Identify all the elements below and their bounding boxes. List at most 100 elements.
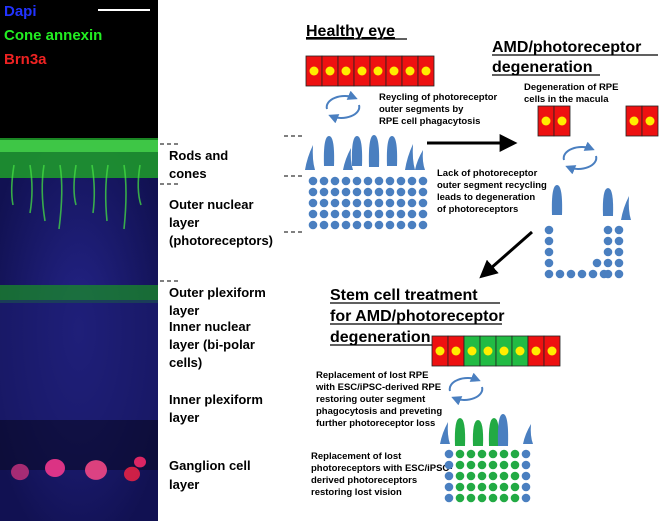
healthy-rpe-nucleus xyxy=(341,66,351,76)
healthy-nucleus xyxy=(385,176,395,186)
stem-nucleus xyxy=(444,460,454,470)
healthy-nucleus xyxy=(418,209,428,219)
cone-process xyxy=(10,164,15,206)
ganglion-cells xyxy=(11,456,146,482)
healthy-nucleus xyxy=(363,187,373,197)
healthy-nucleus xyxy=(308,176,318,186)
healthy-cycle-arrow-upper xyxy=(325,90,358,110)
stem-title-1: Stem cell treatment xyxy=(330,287,478,304)
amd-right-column-b-nucleus xyxy=(614,225,624,235)
amd-bottom-row-nucleus xyxy=(566,269,576,279)
stem-nucleus xyxy=(510,449,520,459)
healthy-nucleus xyxy=(319,176,329,186)
healthy-cone xyxy=(415,150,425,170)
healthy-nucleus xyxy=(374,176,384,186)
stem-nucleus xyxy=(477,482,487,492)
stem-rpe-nucleus xyxy=(547,346,557,356)
amd-left-column-nucleus xyxy=(544,236,554,246)
micrograph: Dapi Cone annexin Brn3a xyxy=(0,0,158,521)
amd-left-column-nucleus xyxy=(544,247,554,257)
stem-nucleus xyxy=(488,460,498,470)
stem-nucleus xyxy=(455,482,465,492)
stem-nucleus xyxy=(455,449,465,459)
healthy-rod xyxy=(323,136,335,166)
stem-rpe-nucleus xyxy=(467,346,477,356)
healthy-nucleus xyxy=(418,198,428,208)
healthy-nucleus xyxy=(407,176,417,186)
healthy-nucleus xyxy=(330,187,340,197)
stem-rod-native xyxy=(497,414,509,446)
cone-process xyxy=(58,164,63,230)
healthy-nucleus xyxy=(385,220,395,230)
amd-bottom-row-nucleus xyxy=(599,269,609,279)
healthy-rpe-nucleus xyxy=(373,66,383,76)
healthy-rpe-nucleus xyxy=(357,66,367,76)
healthy-nucleus xyxy=(341,220,351,230)
amd-recycling-cycle xyxy=(562,141,598,175)
healthy-rod xyxy=(386,136,398,166)
stem-rpe-nucleus xyxy=(515,346,525,356)
amd-bottom-extra-nucleus xyxy=(592,258,602,268)
healthy-nucleus xyxy=(352,220,362,230)
healthy-rpe-nucleus xyxy=(325,66,335,76)
healthy-nucleus xyxy=(418,176,428,186)
stem-nucleus xyxy=(444,449,454,459)
healthy-nucleus xyxy=(319,209,329,219)
stem-nucleus xyxy=(499,482,509,492)
healthy-nucleus xyxy=(341,209,351,219)
amd-cone-right xyxy=(621,196,631,220)
cone-process xyxy=(137,164,142,206)
label-rods-cones-2: cones xyxy=(169,166,207,181)
stem-rpe-nucleus xyxy=(531,346,541,356)
amd-lack-note-4: of photoreceptors xyxy=(437,204,518,215)
stem-rpe-nucleus xyxy=(435,346,445,356)
stem-cone-native xyxy=(523,424,533,444)
healthy-rpe-nucleus xyxy=(405,66,415,76)
stem-title-2: for AMD/photoreceptor xyxy=(330,308,505,325)
healthy-nucleus xyxy=(330,198,340,208)
healthy-photoreceptors xyxy=(305,135,428,230)
healthy-nucleus xyxy=(363,209,373,219)
stem-nucleus xyxy=(521,460,531,470)
healthy-rpe-nucleus xyxy=(421,66,431,76)
healthy-nucleus xyxy=(352,198,362,208)
layer-labels: Rods and cones Outer nuclear layer (phot… xyxy=(169,148,273,492)
amd-lack-note-3: leads to degeneration xyxy=(437,192,535,203)
cone-process xyxy=(91,164,96,214)
healthy-nucleus xyxy=(374,220,384,230)
healthy-nucleus xyxy=(308,187,318,197)
stem-photo-note-4: restoring lost vision xyxy=(311,487,402,498)
stem-nucleus xyxy=(488,493,498,503)
amd-right-column-b-nucleus xyxy=(614,236,624,246)
healthy-nucleus xyxy=(319,220,329,230)
cone-process xyxy=(104,164,109,222)
healthy-nucleus xyxy=(319,198,329,208)
stem-nucleus xyxy=(455,460,465,470)
stem-nucleus xyxy=(521,449,531,459)
stem-photo-note-2: photoreceptors with ESC/iPSC- xyxy=(311,463,452,474)
stem-cycle-arrow-lower xyxy=(451,386,484,406)
healthy-nucleus xyxy=(308,198,318,208)
inner-plexiform-dark xyxy=(0,420,158,470)
amd-cycle-arrow-lower xyxy=(565,155,598,175)
stem-nucleus xyxy=(477,449,487,459)
amd-right-column-b-nucleus xyxy=(614,269,624,279)
amd-rpe-note-2: cells in the macula xyxy=(524,94,609,105)
healthy-cone xyxy=(343,148,353,170)
cone-process xyxy=(41,164,46,222)
amd-rpe-left-nucleus xyxy=(557,116,567,126)
stem-nucleus xyxy=(488,482,498,492)
healthy-rod xyxy=(368,135,380,167)
amd-lack-note-1: Lack of photoreceptor xyxy=(437,168,538,179)
stem-rpe-note-3: restoring outer segment xyxy=(316,394,426,405)
stem-photo-note-1: Replacement of lost xyxy=(311,451,402,462)
healthy-cone xyxy=(405,144,415,170)
healthy-nucleus xyxy=(330,220,340,230)
stem-nucleus xyxy=(499,471,509,481)
healthy-nucleus xyxy=(374,198,384,208)
stem-nucleus xyxy=(510,482,520,492)
ganglion-cell xyxy=(85,460,107,480)
healthy-nucleus xyxy=(418,187,428,197)
healthy-nucleus xyxy=(352,187,362,197)
